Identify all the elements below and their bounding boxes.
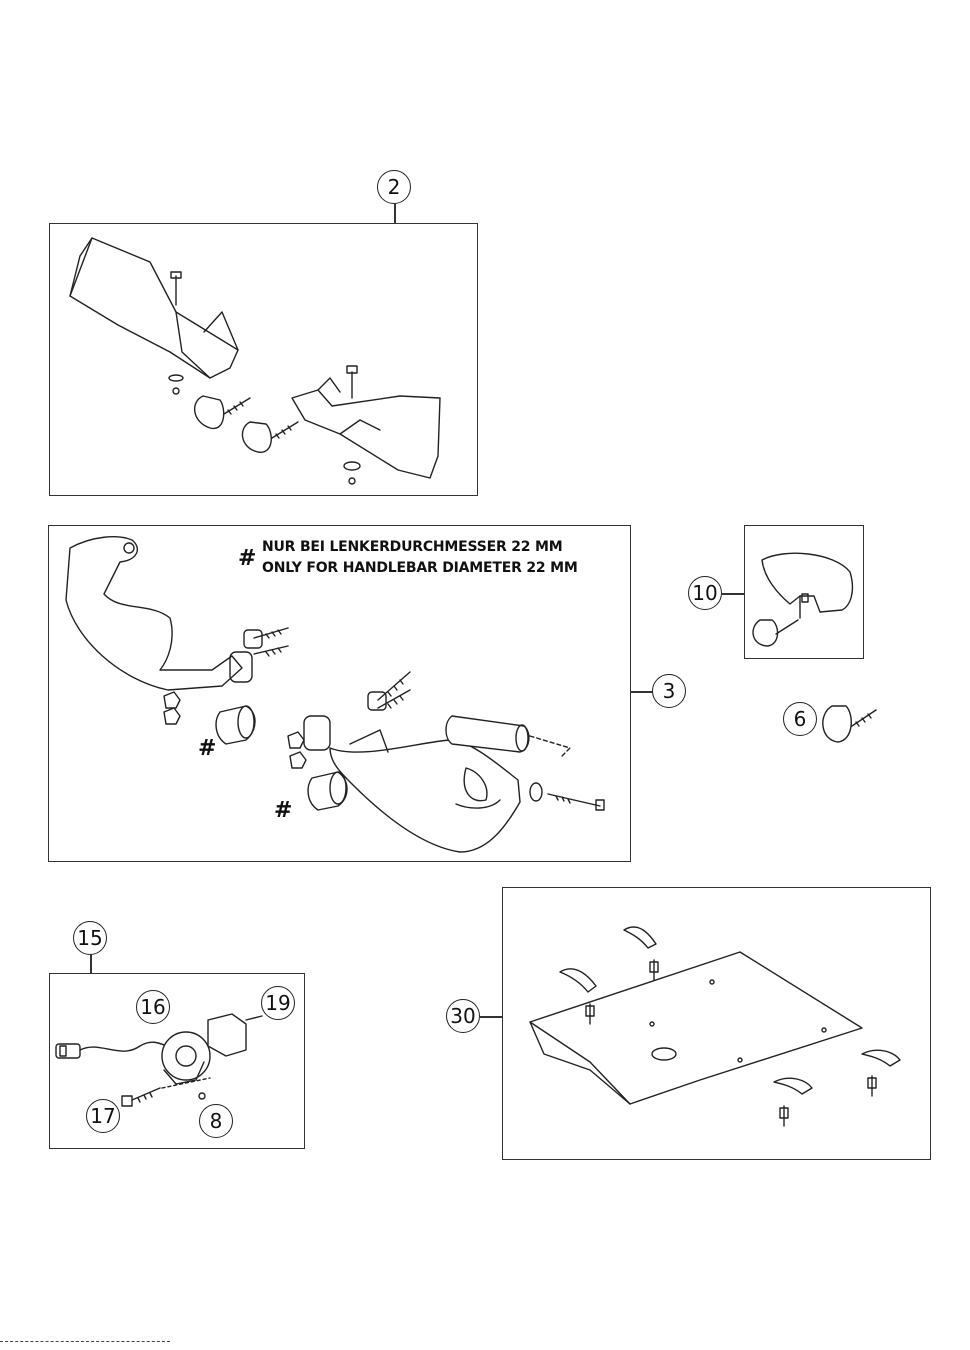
- note-marker: #: [238, 546, 257, 571]
- callout-3[interactable]: 3: [652, 674, 686, 708]
- handlebar-end-drawing: [445, 715, 571, 757]
- callout-17[interactable]: 17: [86, 1099, 120, 1133]
- note-line-en: ONLY FOR HANDLEBAR DIAMETER 22 MM: [262, 560, 578, 576]
- guard-piece-drawing: [752, 552, 854, 647]
- callout-6[interactable]: 6: [783, 702, 817, 736]
- light-screw-drawing: [121, 1077, 211, 1107]
- light-lens-drawing: [207, 1013, 263, 1057]
- light-wiring-drawing: [55, 1041, 167, 1059]
- left-spacer-drawing: [215, 705, 256, 745]
- left-handguard-drawing: [69, 237, 239, 395]
- callout-30-leader: [480, 1016, 503, 1018]
- callout-8[interactable]: 8: [199, 1104, 233, 1138]
- left-bracket-drawing: [65, 536, 289, 725]
- callout-2[interactable]: 2: [377, 170, 411, 204]
- callout-16[interactable]: 16: [136, 990, 170, 1024]
- callout-19[interactable]: 19: [261, 986, 295, 1020]
- left-clamp-drawing: [194, 395, 251, 429]
- tie-wrap-drawing: [822, 705, 877, 743]
- skid-plate-drawing: [529, 926, 901, 1127]
- right-spacer-drawing: [307, 771, 348, 811]
- callout-15-leader: [90, 955, 92, 974]
- callout-15[interactable]: 15: [73, 921, 107, 955]
- marker-spacer-right: #: [274, 798, 293, 823]
- callout-10-leader: [722, 593, 745, 595]
- right-clamp-drawing: [241, 421, 299, 453]
- right-handguard-drawing: [291, 365, 441, 485]
- marker-spacer-left: #: [198, 736, 217, 761]
- callout-30[interactable]: 30: [446, 999, 480, 1033]
- callout-2-leader: [394, 204, 396, 224]
- note-line-de: NUR BEI LENKERDURCHMESSER 22 MM: [262, 539, 563, 555]
- callout-3-leader: [631, 691, 653, 693]
- callout-10[interactable]: 10: [688, 576, 722, 610]
- footer-rule: [0, 1341, 170, 1350]
- handguard-set-panel: [48, 525, 631, 862]
- light-housing-drawing: [161, 1031, 211, 1085]
- right-bracket-drawing: [287, 671, 521, 853]
- handguard-bolt-drawing: [529, 782, 605, 811]
